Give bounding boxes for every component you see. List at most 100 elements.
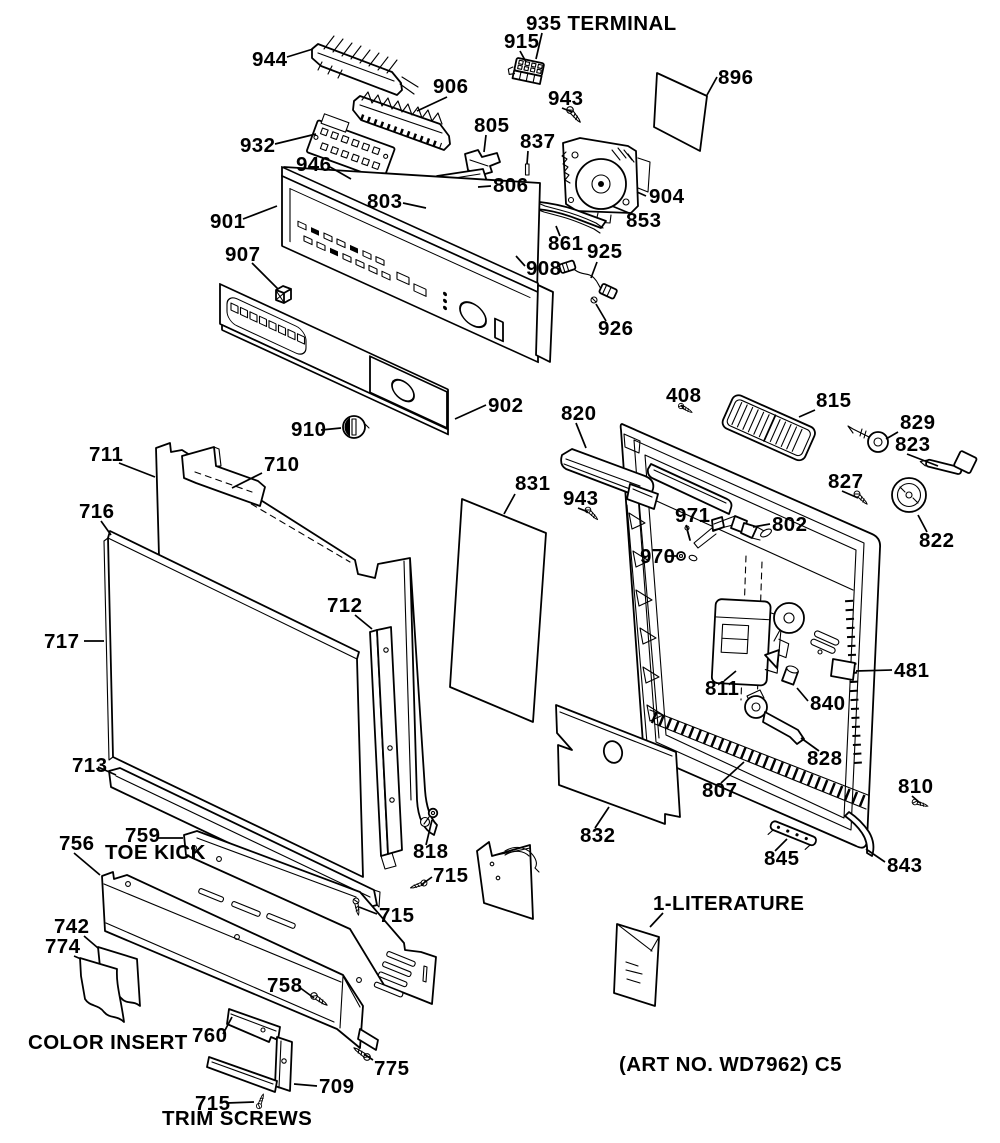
part-label-715: 715 [379,904,414,927]
part-label-970: 970 [640,545,675,568]
part-774-color-insert [79,957,125,1023]
part-829-wheel-stud [847,425,889,453]
leader-805 [483,134,487,153]
leader-944 [286,48,314,58]
leader-906 [416,96,448,112]
leader-910 [320,427,342,431]
part-915-terminal-block [507,57,545,85]
leader-715 [226,1101,255,1104]
part-label-713: 713 [72,754,107,777]
part-label-775: 775 [374,1057,409,1080]
leader-713 [97,766,117,776]
leader-481 [855,669,893,672]
part-label-823: 823 [895,433,930,456]
part-label-712: 712 [327,594,362,617]
part-label-810: 810 [898,775,933,798]
part-818-hinge-washer [423,807,439,825]
leader-896 [706,76,718,96]
part-label-925: 925 [587,240,622,263]
part-literature-envelope [613,923,660,1007]
part-815-vent-grille [721,394,816,462]
leader-818 [425,819,433,846]
part-label-toe-kick: TOE KICK [105,841,206,864]
leader-712 [354,614,373,630]
part-label-837: 837 [520,130,555,153]
part-label-907: 907 [225,243,260,266]
part-label-803: 803 [367,190,402,213]
leader-807 [720,761,745,784]
part-label-828: 828 [807,747,842,770]
leader-802 [752,523,771,528]
leader-742 [83,935,99,949]
part-label-971: 971 [675,504,710,527]
part-label-944: 944 [252,48,288,71]
part-label-932: 932 [240,134,275,157]
part-901-control-panel [281,166,554,364]
screw-775 [351,1044,373,1063]
part-label-827: 827 [828,470,863,493]
part-828-latch-link [744,689,805,745]
leader-810 [911,795,921,804]
part-label-906: 906 [433,75,468,98]
leader-925 [590,261,598,279]
part-label-802: 802 [772,513,807,536]
part-label-843: 843 [887,854,922,877]
leader-828 [800,737,820,752]
leader-815 [798,409,816,418]
part-label-896: 896 [718,66,753,89]
leader-904 [636,191,647,197]
part-label-829: 829 [900,411,935,434]
leader-943 [561,107,573,113]
leader-709 [293,1083,318,1087]
leader-837 [526,150,529,165]
part-label-805: 805 [474,114,509,137]
part-label-716: 716 [79,500,114,523]
part-845-strip [767,820,817,850]
part-710-bracket [181,446,266,507]
part-label-946: 946 [296,153,331,176]
part-label-709: 709 [319,1075,354,1098]
part-label-742: 742 [54,915,89,938]
leader-840 [796,687,809,702]
part-label-904: 904 [649,185,685,208]
leader-716 [100,520,112,536]
leader-907 [251,262,279,290]
leader-943 [577,507,589,513]
leader-915 [519,50,527,63]
part-925-harness [558,259,618,300]
part-label-color-insert: COLOR INSERT [28,1031,188,1054]
leader-803 [402,202,427,209]
part-944-terminal-strip [311,35,419,96]
part-906-strip [352,91,451,151]
leader-758 [298,986,315,999]
part-label-943: 943 [548,87,583,110]
part-label-861: 861 [548,232,583,255]
leader-845 [774,838,788,852]
part-label-902: 902 [488,394,523,417]
part-label-943: 943 [563,487,598,510]
part-910-knob [342,415,370,439]
part-label-926: 926 [598,317,633,340]
part-712-channel [369,626,403,870]
part-label-910: 910 [291,418,326,441]
leader-806 [477,185,492,188]
leader-715 [420,876,433,886]
part-label-818: 818 [413,840,448,863]
leader-829 [885,431,899,440]
part-label-710: 710 [264,453,299,476]
screw-715-a [408,878,429,892]
part-932-terminal-block [306,113,396,181]
part-label-408: 408 [666,384,701,407]
leader-831 [503,493,516,515]
part-label-915: 915 [504,30,539,53]
part-label-806: 806 [493,174,528,197]
part-759-toe-kick-rear [183,830,437,1005]
part-970-grommet [676,551,698,562]
leader-408 [680,404,685,410]
leader-908 [515,255,526,267]
part-label-774: 774 [45,935,81,958]
part-832-access-panel [555,704,681,825]
leader-774 [73,955,82,960]
part-820-escutcheon [560,448,659,510]
